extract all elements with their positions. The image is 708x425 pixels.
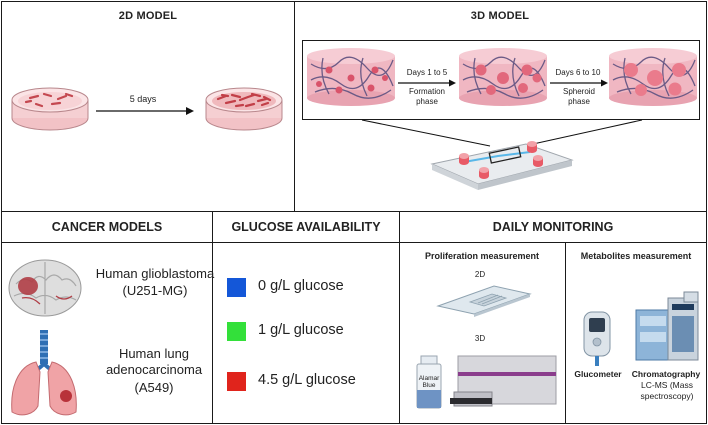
label-4-5-glucose: 4.5 g/L glucose bbox=[258, 372, 356, 388]
model-2-name: Human lung adenocarcinoma bbox=[105, 346, 203, 377]
label-3d: 3D bbox=[474, 334, 486, 343]
label-glucometer: Glucometer bbox=[574, 369, 622, 379]
title-3d-model: 3D MODEL bbox=[470, 10, 530, 22]
arrow-3d-step1 bbox=[398, 79, 456, 87]
swatch-0-glucose bbox=[227, 278, 246, 297]
glucometer-icon bbox=[583, 311, 611, 366]
step1-phase: Formation phase bbox=[408, 87, 445, 106]
label-chromatography: Chromatography bbox=[631, 369, 701, 379]
arrow-label-5-days: 5 days bbox=[129, 94, 157, 104]
model-1-code: (U251-MG) bbox=[122, 283, 188, 298]
step1-days: Days 1 to 5 bbox=[406, 68, 448, 77]
zoom-lines bbox=[361, 119, 643, 147]
step2-days: Days 6 to 10 bbox=[555, 68, 601, 77]
petri-dish-confluent-icon bbox=[205, 87, 283, 131]
petri-dish-empty-icon bbox=[11, 87, 89, 131]
hydrogel-growing-icon bbox=[459, 48, 547, 106]
hydrogel-formation-icon bbox=[307, 48, 395, 106]
plate-reader-icon bbox=[450, 355, 557, 407]
alamar-blue-label: Alamar Blue bbox=[418, 375, 440, 389]
title-glucose-availability: GLUCOSE AVAILABILITY bbox=[231, 220, 381, 234]
panel-metabolites bbox=[565, 242, 707, 424]
chromatography-instrument-icon bbox=[635, 291, 699, 361]
hydrogel-spheroid-icon bbox=[609, 48, 697, 106]
hemocytometer-icon bbox=[436, 285, 532, 317]
arrow-3d-step2 bbox=[550, 79, 608, 87]
brain-icon bbox=[8, 259, 82, 317]
label-2d: 2D bbox=[474, 270, 486, 279]
label-1-glucose: 1 g/L glucose bbox=[258, 322, 344, 338]
swatch-1-glucose bbox=[227, 322, 246, 341]
lungs-icon bbox=[11, 330, 77, 416]
title-cancer-models: CANCER MODELS bbox=[51, 220, 163, 234]
step2-phase: Spheroid phase bbox=[562, 87, 596, 106]
alamar-blue-bottle-icon bbox=[416, 355, 442, 409]
panel-glucose-header bbox=[212, 211, 400, 243]
model-1-name: Human glioblastoma bbox=[95, 266, 215, 281]
label-0-glucose: 0 g/L glucose bbox=[258, 278, 344, 294]
title-daily-monitoring: DAILY MONITORING bbox=[492, 220, 614, 234]
microfluidic-chip-icon bbox=[430, 141, 574, 190]
panel-3d-inner-box bbox=[302, 40, 700, 120]
model-2-code: (A549) bbox=[134, 380, 174, 395]
title-metabolites: Metabolites measurement bbox=[580, 251, 692, 261]
label-lcms: LC-MS (Mass spectroscopy) bbox=[640, 380, 694, 401]
swatch-4-5-glucose bbox=[227, 372, 246, 391]
title-2d-model: 2D MODEL bbox=[118, 10, 178, 22]
arrow-2d bbox=[96, 107, 194, 115]
title-proliferation: Proliferation measurement bbox=[424, 251, 540, 261]
